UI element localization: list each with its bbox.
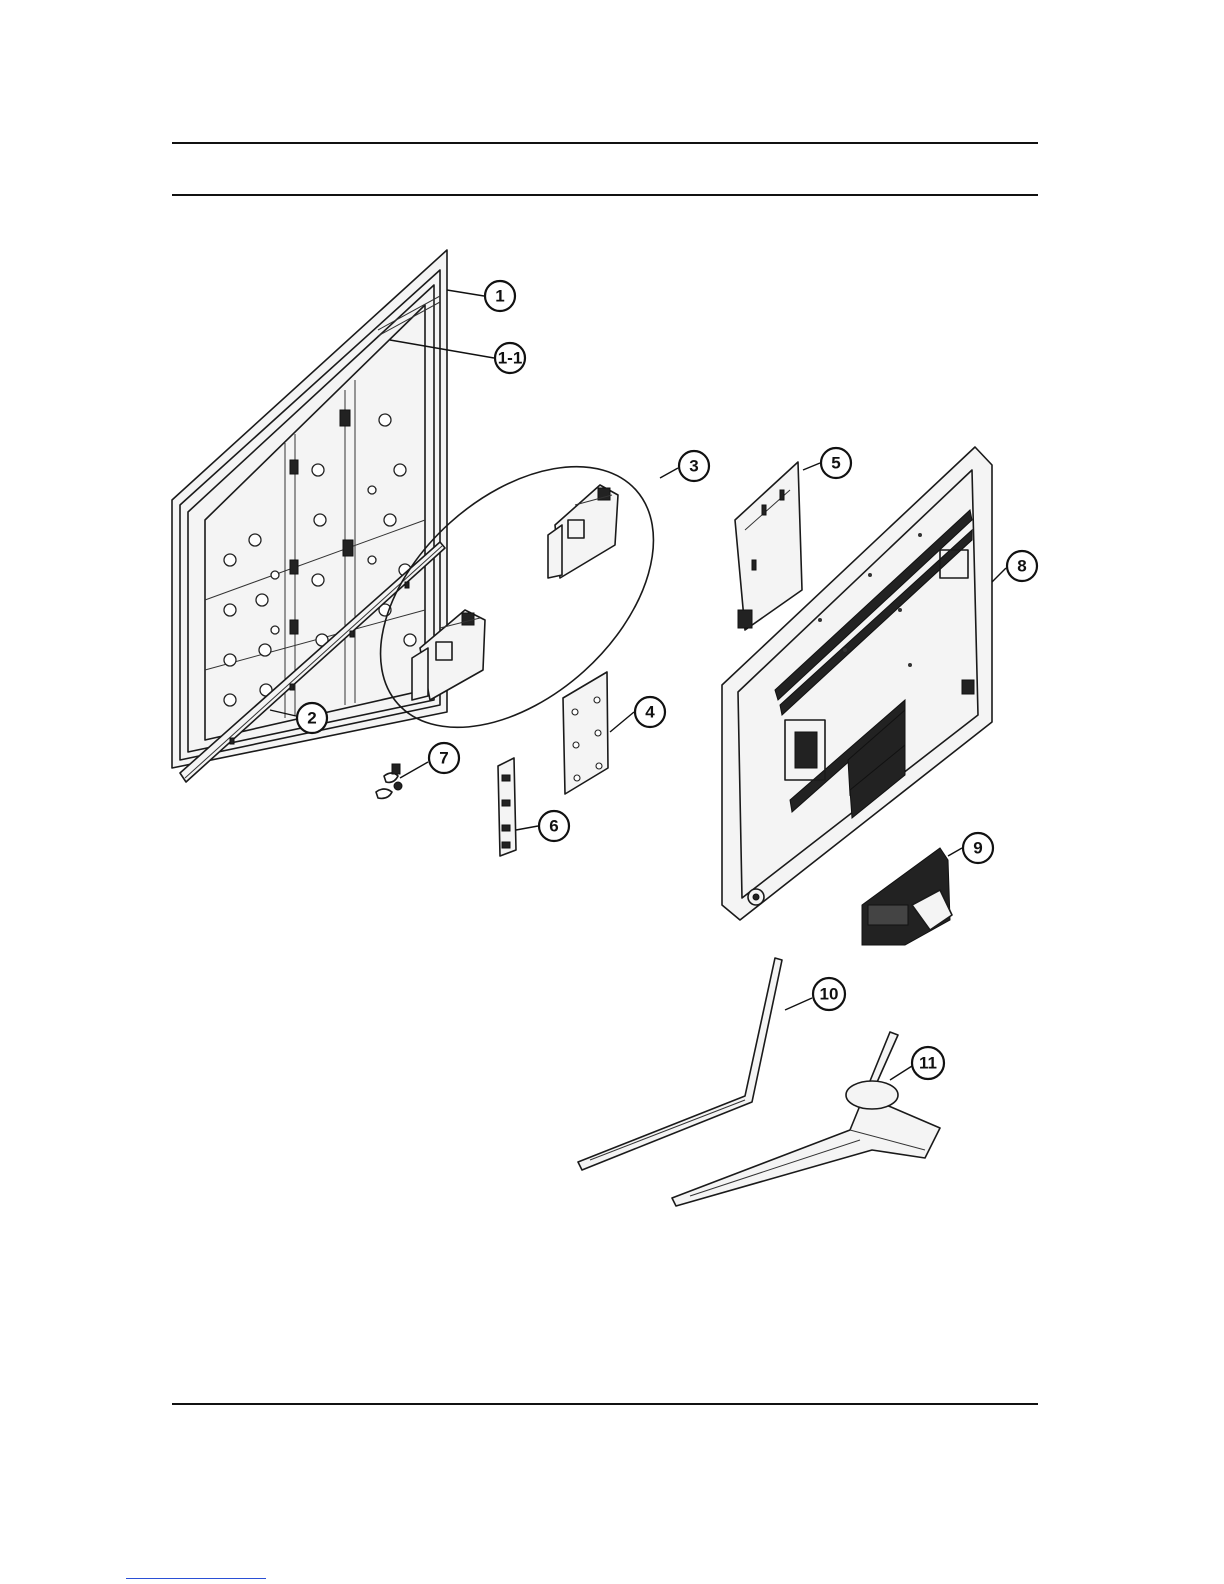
callout-1: 1 [485, 281, 515, 311]
callout-6: 6 [539, 811, 569, 841]
callout-9-label: 9 [973, 839, 982, 858]
callout-10-label: 10 [820, 985, 839, 1004]
part-11-stand-base [672, 1032, 940, 1206]
callout-11: 11 [912, 1047, 944, 1079]
callout-8-label: 8 [1017, 557, 1026, 576]
callout-9: 9 [963, 833, 993, 863]
callout-7-label: 7 [439, 749, 448, 768]
part-6-bracket [498, 758, 516, 856]
callout-10: 10 [813, 978, 845, 1010]
callout-1-label: 1 [495, 287, 504, 306]
part-4-plate [563, 672, 608, 794]
callout-4-label: 4 [645, 703, 655, 722]
callout-7: 7 [429, 743, 459, 773]
callout-3-label: 3 [689, 457, 698, 476]
part-7-clips [376, 764, 402, 798]
part-10-stand-leg [578, 958, 782, 1170]
part-5-board [735, 462, 802, 630]
part-1-panel [172, 250, 447, 768]
callout-1-1: 1-1 [495, 343, 525, 373]
speaker-upper [548, 485, 618, 578]
callout-1-1-label: 1-1 [498, 349, 523, 368]
callout-8: 8 [1007, 551, 1037, 581]
callout-2: 2 [297, 703, 327, 733]
callout-6-label: 6 [549, 817, 558, 836]
callout-11-label: 11 [919, 1054, 937, 1073]
callout-3: 3 [679, 451, 709, 481]
callout-5: 5 [821, 448, 851, 478]
callout-2-label: 2 [307, 709, 316, 728]
callout-5-label: 5 [831, 454, 840, 473]
part-9-stand-neck [862, 848, 952, 945]
callout-4: 4 [635, 697, 665, 727]
